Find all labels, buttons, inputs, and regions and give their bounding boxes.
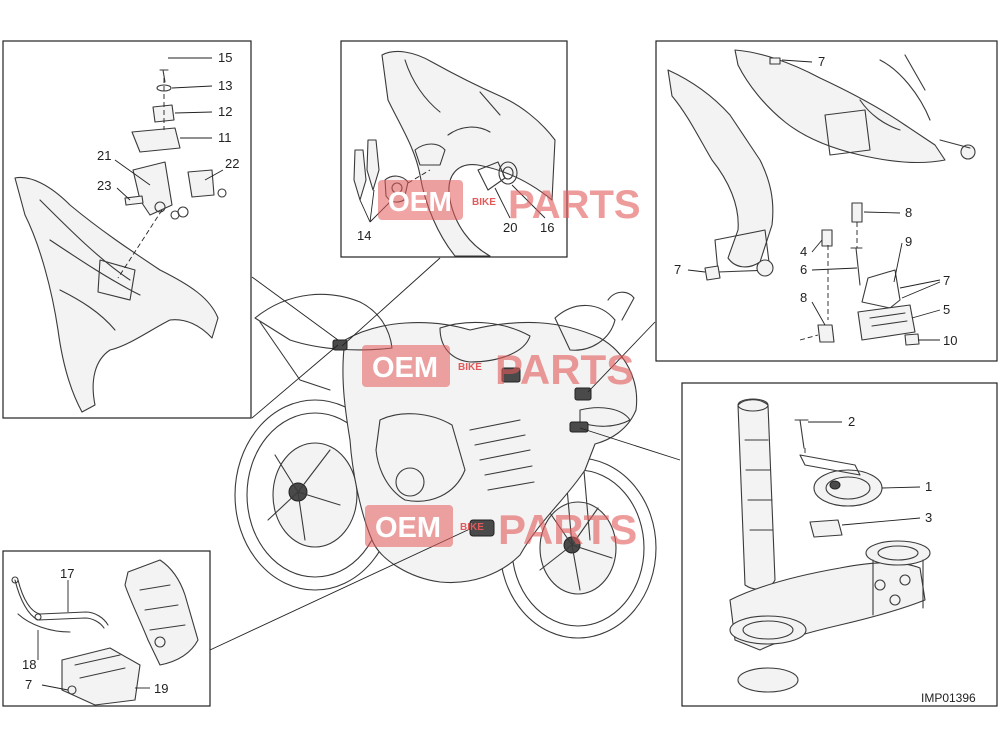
callout-7-top: 7 — [818, 54, 825, 69]
callout-2: 2 — [848, 414, 855, 429]
watermark-main: OEM — [388, 186, 452, 217]
panel-leaders — [209, 257, 681, 651]
callout-10: 10 — [943, 333, 957, 348]
callout-11: 11 — [218, 130, 232, 145]
callout-13: 13 — [218, 78, 232, 93]
callout-5: 5 — [943, 302, 950, 317]
callout-21: 21 — [97, 148, 111, 163]
callout-7-left: 7 — [674, 262, 681, 277]
callout-4: 4 — [800, 244, 807, 259]
callout-3: 3 — [925, 510, 932, 525]
callout-8-upper: 8 — [905, 205, 912, 220]
panel-top-center: 14 20 16 — [340, 40, 568, 258]
callout-6: 6 — [800, 262, 807, 277]
watermark-middle: OEM BIKE PARTS — [362, 345, 634, 393]
callout-23: 23 — [97, 178, 111, 193]
watermark-main: OEM — [375, 512, 441, 544]
callout-20: 20 — [503, 220, 517, 235]
panel-bottom-right: 2 1 3 IMP01396 — [681, 382, 998, 707]
watermark-main: OEM — [372, 352, 438, 384]
watermark-small: BIKE — [472, 197, 496, 208]
callout-15: 15 — [218, 50, 232, 65]
callout-22: 22 — [225, 156, 239, 171]
panel-top-left: 15 13 12 11 21 22 23 — [2, 40, 252, 419]
callout-19: 19 — [154, 681, 168, 696]
callout-9: 9 — [905, 234, 912, 249]
panel-top-right: 7 8 4 6 9 7 7 5 8 10 — [655, 40, 998, 362]
callout-7-bottom-left: 7 — [25, 677, 32, 692]
callout-16: 16 — [540, 220, 554, 235]
callout-7-right: 7 — [943, 273, 950, 288]
callout-17: 17 — [60, 566, 74, 581]
callout-14: 14 — [357, 228, 371, 243]
watermark-small: BIKE — [458, 362, 482, 373]
watermark-tail: PARTS — [498, 506, 637, 553]
drawing-code: IMP01396 — [921, 691, 976, 705]
callout-12: 12 — [218, 104, 232, 119]
watermark-tail: PARTS — [495, 346, 634, 393]
callout-18: 18 — [22, 657, 36, 672]
watermark-bottom: OEM BIKE PARTS — [365, 505, 637, 553]
callout-1: 1 — [925, 479, 932, 494]
watermark-top: OEM BIKE PARTS — [378, 180, 641, 227]
panel-bottom-left: 17 18 7 19 — [2, 550, 211, 707]
watermark-small: BIKE — [460, 522, 484, 533]
callout-8-lower: 8 — [800, 290, 807, 305]
watermark-tail: PARTS — [508, 183, 641, 227]
motorcycle-illustration — [234, 291, 657, 639]
